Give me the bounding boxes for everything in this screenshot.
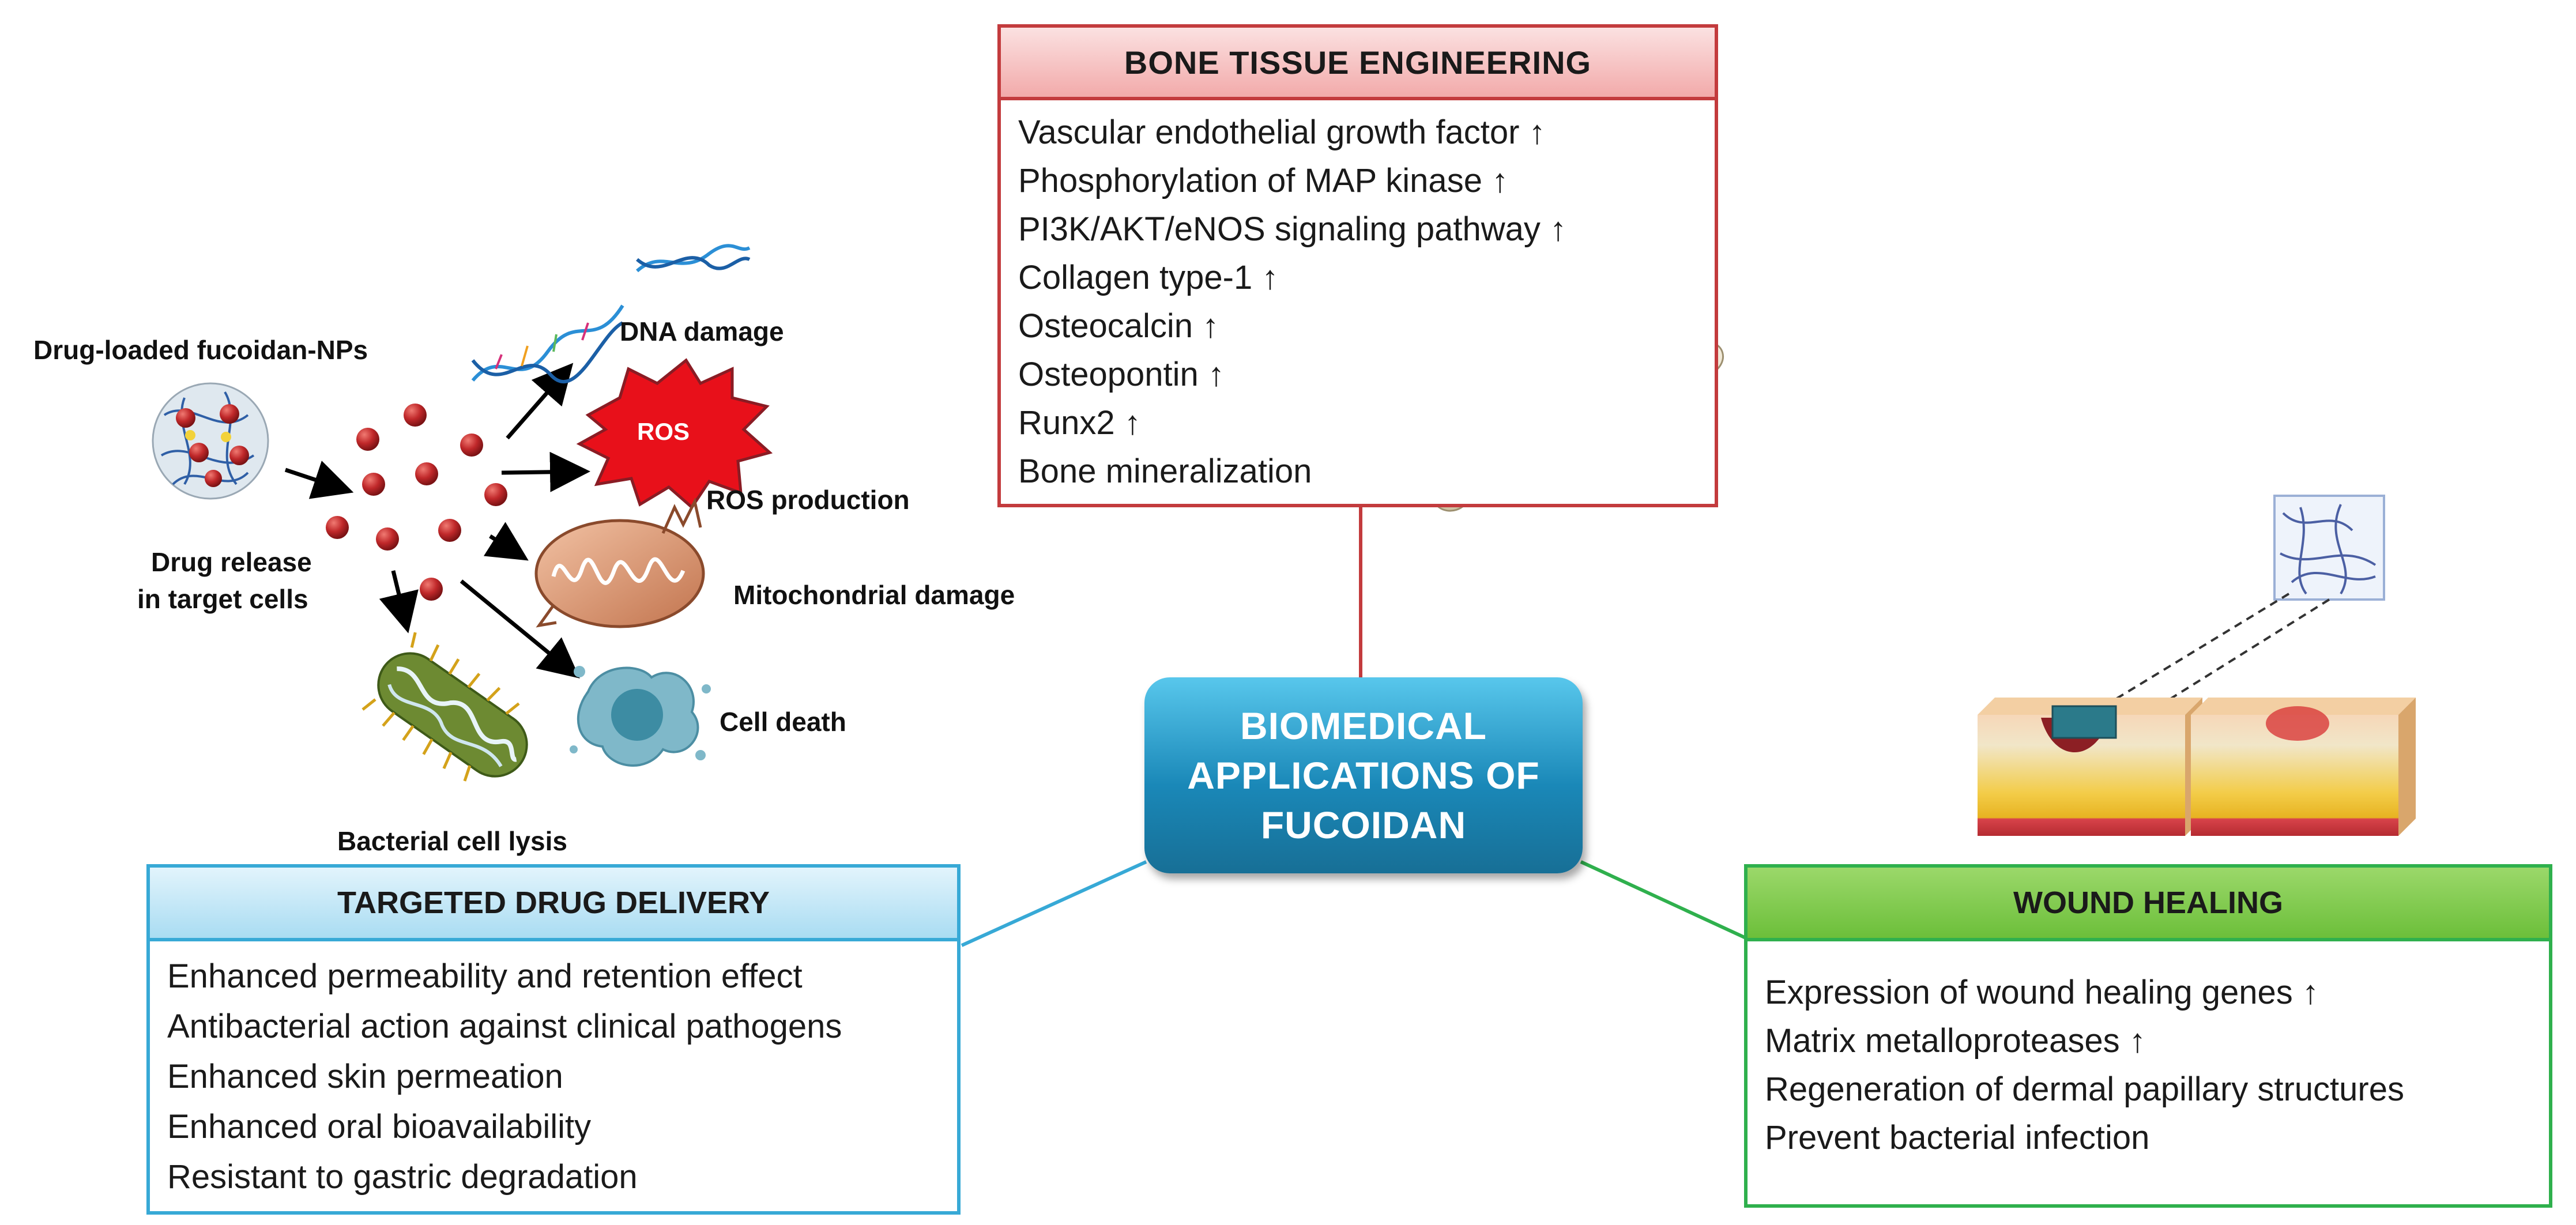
mitochondria-icon [534,497,705,628]
wound-healing-item: Matrix metalloproteases ↑ [1765,1022,2146,1060]
bone-effect-item: Runx2 ↑ [1018,404,1141,442]
nps-label: Drug-loaded fucoidan-NPs [33,335,368,365]
dead-cell-icon [570,666,711,767]
bone-effect-item: Osteopontin ↑ [1018,356,1225,393]
bacterium-icon [361,632,528,782]
drug-release-label-line2: in target cells [137,584,308,614]
dna-helix-icon [471,244,751,383]
wound-healing-title: WOUND HEALING [1748,868,2549,941]
wound-healing-item: Expression of wound healing genes ↑ [1765,974,2319,1011]
ros-production-label: ROS production [706,485,910,515]
bone-effect-item: Phosphorylation of MAP kinase ↑ [1018,162,1509,199]
bone-effect-item: Vascular endothelial growth factor ↑ [1018,114,1546,151]
wound-healing-item: Prevent bacterial infection [1765,1119,2150,1156]
wound-healing-box: WOUND HEALING Expression of wound healin… [1744,864,2552,1208]
central-topic-line1: BIOMEDICAL [1240,704,1487,747]
bone-effect-item: PI3K/AKT/eNOS signaling pathway ↑ [1018,210,1567,248]
ros-starburst-icon [576,358,773,510]
drug-delivery-list: Enhanced permeability and retention effe… [167,951,842,1202]
central-topic-node: BIOMEDICAL APPLICATIONS OF FUCOIDAN [1144,677,1583,873]
bone-effects-list: Vascular endothelial growth factor ↑ Pho… [1018,108,1566,496]
connector-drug [961,860,1147,947]
bone-effect-item: Osteocalcin ↑ [1018,307,1219,345]
drug-particles [326,404,507,601]
central-topic-line3: FUCOIDAN [1260,804,1467,846]
ros-badge-text: ROS [637,418,690,445]
nanoparticle-icon [152,382,269,500]
cell-death-label: Cell death [720,707,846,737]
bacterial-lysis-label: Bacterial cell lysis [337,826,567,856]
bone-tissue-engineering-box: BONE TISSUE ENGINEERING Vascular endothe… [997,24,1718,507]
drug-release-label-line1: Drug release [151,547,312,577]
mitochondrial-damage-label: Mitochondrial damage [733,580,1015,610]
drug-delivery-item: Enhanced skin permeation [167,1058,563,1095]
bone-tissue-engineering-title: BONE TISSUE ENGINEERING [1001,28,1715,100]
connector-wound [1580,860,1748,940]
central-topic-line2: APPLICATIONS OF [1187,754,1540,797]
dna-damage-label: DNA damage [620,316,784,346]
wound-healing-item: Regeneration of dermal papillary structu… [1765,1071,2404,1108]
bone-effect-item: Collagen type-1 ↑ [1018,259,1279,296]
bone-effect-item: Bone mineralization [1018,453,1312,490]
drug-delivery-item: Enhanced oral bioavailability [167,1108,592,1145]
targeted-drug-delivery-box: TARGETED DRUG DELIVERY Enhanced permeabi… [146,864,961,1215]
drug-delivery-item: Antibacterial action against clinical pa… [167,1008,842,1045]
mechanism-arrows [284,363,590,679]
targeted-drug-delivery-title: TARGETED DRUG DELIVERY [150,868,957,941]
skin-wound-dressing-icon [1978,495,2416,836]
drug-delivery-item: Enhanced permeability and retention effe… [167,958,803,995]
wound-healing-list: Expression of wound healing genes ↑ Matr… [1765,968,2404,1162]
drug-delivery-item: Resistant to gastric degradation [167,1158,638,1196]
